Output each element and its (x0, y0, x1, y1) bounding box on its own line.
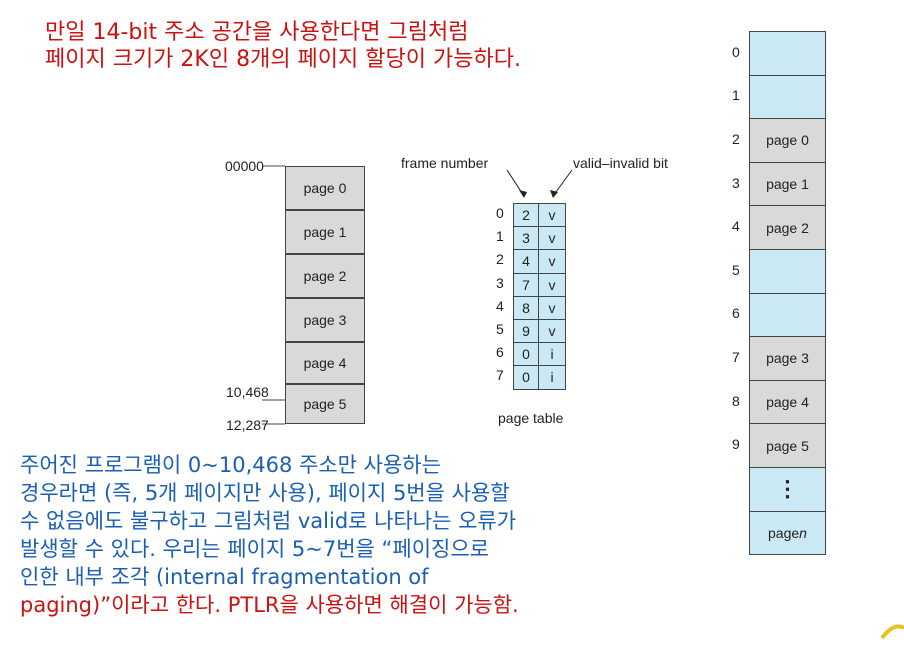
physical-frame-1 (749, 74, 826, 120)
page-table-bit-cell: v (538, 203, 566, 228)
description-line-3: 수 없음에도 불구하고 그림처럼 valid로 나타나는 오류가 (20, 509, 517, 533)
description-line-5: 인한 내부 조각 (internal fragmentation of (20, 565, 429, 589)
page-table-index: 1 (496, 228, 504, 245)
page-table-bit-cell: v (538, 249, 566, 274)
logical-page-0: page 0 (285, 166, 365, 210)
page-table-frame-cell: 7 (513, 272, 539, 297)
physical-frame-index: 5 (732, 261, 740, 278)
ptlr-term: PTLR (227, 593, 280, 617)
page-table-frame-cell: 4 (513, 249, 539, 274)
page-table-index: 4 (496, 297, 504, 314)
physical-frame-index: 1 (732, 87, 740, 104)
page-table-index: 5 (496, 321, 504, 337)
description-line-6-a: paging)”이라고 한다. (20, 593, 228, 617)
page-table-index: 0 (496, 205, 504, 221)
logical-address-12287: 12,287 (226, 417, 269, 433)
page-table-bit-cell: v (538, 226, 566, 251)
frame-number-label: frame number (401, 155, 489, 171)
description-line-6: paging)”이라고 한다. PTLR을 사용하면 해결이 가능함. (20, 592, 519, 618)
physical-frame-6 (749, 292, 826, 338)
title-line-2: 페이지 크기가 2K인 8개의 페이지 할당이 가능하다. (45, 47, 521, 72)
physical-frame-0 (749, 31, 826, 76)
page-table-frame-cell: 9 (513, 319, 539, 344)
physical-frame-index: 9 (732, 436, 740, 453)
page-table-bit-cell: v (538, 319, 566, 344)
physical-frame-8: page 4 (749, 379, 826, 425)
physical-frame-3: page 1 (749, 161, 826, 207)
physical-frame-11: page n (749, 510, 826, 556)
page-table-index: 2 (496, 251, 504, 268)
physical-frame-2: page 0 (749, 118, 826, 163)
logical-address-10468: 10,468 (226, 384, 269, 400)
page-table-index: 6 (496, 344, 504, 361)
page-table-frame-cell: 8 (513, 295, 539, 320)
physical-frame-index: 2 (732, 131, 740, 147)
physical-frame-index: 6 (732, 305, 740, 322)
description-line-2: 경우라면 (즉, 5개 페이지만 사용), 페이지 5번을 사용할 (20, 481, 510, 505)
description-line-6-c: 을 사용하면 해결이 가능함. (279, 593, 519, 617)
page-table-bit-cell: v (538, 295, 566, 320)
decorative-corner-swoosh (880, 624, 904, 640)
logical-page-5: page 5 (285, 384, 365, 424)
physical-frame-index: 4 (732, 218, 740, 235)
page-table-frame-cell: 0 (513, 342, 539, 367)
page-table-bit-cell: v (538, 272, 566, 297)
logical-page-1: page 1 (285, 210, 365, 254)
page-table-index: 7 (496, 367, 504, 384)
page-table-bit-cell: i (538, 365, 566, 390)
description-line-1: 주어진 프로그램이 0~10,468 주소만 사용하는 (20, 453, 441, 477)
page-table-frame-cell: 0 (513, 365, 539, 390)
page-table-caption: page table (498, 410, 564, 426)
description-line-4: 발생할 수 있다. 우리는 페이지 5~7번을 “페이징으로 (20, 537, 490, 561)
page-table-index: 3 (496, 274, 504, 291)
physical-frame-index: 7 (732, 349, 740, 365)
valid-invalid-bit-label: valid–invalid bit (573, 155, 668, 171)
physical-frame-index: 8 (732, 392, 740, 409)
logical-page-2: page 2 (285, 254, 365, 298)
page-table-bit-cell: i (538, 342, 566, 367)
physical-frame-7: page 3 (749, 336, 826, 381)
page-table-frame-cell: 2 (513, 203, 539, 228)
page-table-frame-cell: 3 (513, 226, 539, 251)
logical-page-3: page 3 (285, 298, 365, 342)
physical-frame-index: 3 (732, 174, 740, 191)
title-line-1: 만일 14-bit 주소 공간을 사용한다면 그림처럼 (45, 20, 469, 45)
logical-page-4: page 4 (285, 342, 365, 384)
physical-frame-4: page 2 (749, 205, 826, 250)
physical-frame-5 (749, 249, 826, 294)
physical-frame-index: 0 (732, 43, 740, 60)
physical-frame-9: page 5 (749, 423, 826, 468)
logical-start-address: 00000 (225, 158, 264, 174)
physical-frame-10: ⋮ (749, 467, 826, 512)
